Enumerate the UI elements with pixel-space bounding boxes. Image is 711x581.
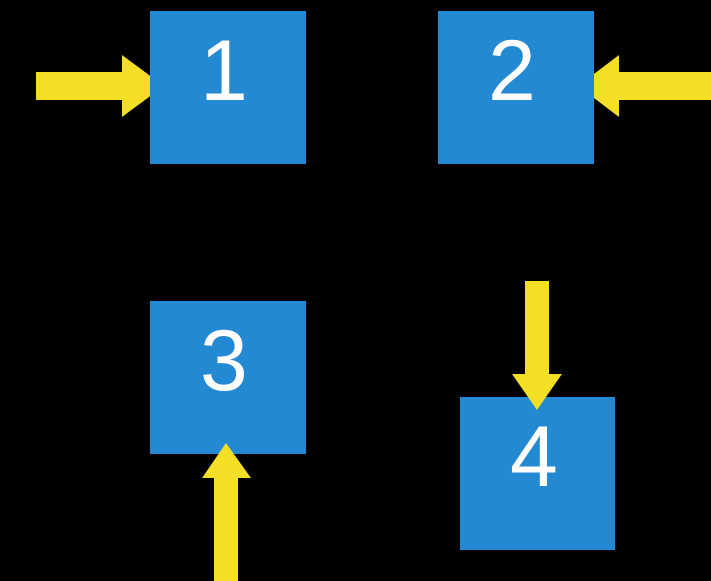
node-label-2: 2 bbox=[488, 23, 536, 119]
arrow-into-box-4 bbox=[512, 281, 562, 410]
node-box-4[interactable] bbox=[460, 397, 615, 550]
arrow-into-box-3-shape bbox=[202, 443, 251, 581]
arrow-into-box-1 bbox=[36, 55, 164, 117]
node-label-3: 3 bbox=[200, 313, 248, 409]
node-box-2[interactable] bbox=[438, 11, 594, 164]
arrow-into-box-2 bbox=[578, 55, 711, 117]
arrow-into-box-4-shape bbox=[512, 281, 562, 410]
node-box-1[interactable] bbox=[150, 11, 306, 164]
arrow-into-box-3 bbox=[202, 443, 251, 581]
node-box-3[interactable] bbox=[150, 301, 306, 454]
arrow-into-box-1-shape bbox=[36, 55, 164, 117]
arrow-into-box-2-shape bbox=[578, 55, 711, 117]
node-label-1: 1 bbox=[200, 23, 248, 119]
node-label-4: 4 bbox=[510, 409, 558, 505]
